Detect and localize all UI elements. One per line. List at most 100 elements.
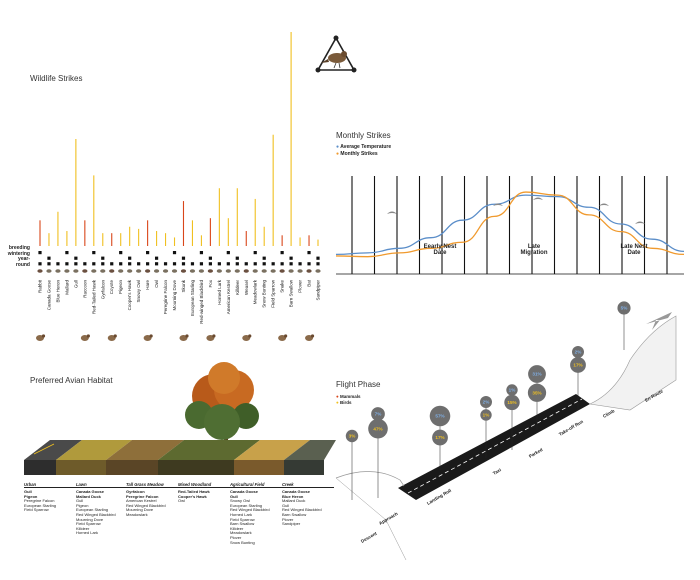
strike-category-label: Red-winged Blackbird bbox=[199, 280, 204, 324]
season-marker bbox=[199, 251, 204, 255]
animal-icon bbox=[145, 269, 151, 273]
strike-category-label: Mallard bbox=[64, 280, 69, 295]
bubble-value: 1% bbox=[509, 388, 516, 393]
season-marker bbox=[280, 251, 284, 255]
animal-icon bbox=[306, 269, 312, 273]
mammal-photo-icon bbox=[41, 334, 46, 338]
legend-birds: ● Birds bbox=[336, 400, 352, 405]
bubble-value: 2% bbox=[575, 350, 582, 355]
season-marker bbox=[56, 262, 60, 266]
habitat-species: Owl bbox=[178, 498, 185, 504]
habitat-species: Barn Swallow bbox=[230, 521, 255, 527]
habitat-species: Meadowlark bbox=[230, 530, 252, 536]
mammal-photo-icon bbox=[248, 334, 252, 338]
strike-category-label: Field Sparrow bbox=[271, 279, 276, 308]
strike-category-label: Skunk bbox=[181, 279, 186, 292]
habitat-species: Barn Swallow bbox=[282, 511, 307, 517]
habitat-species: Pigeon bbox=[24, 493, 38, 499]
strike-category-label: American Kestrel bbox=[226, 280, 231, 314]
animal-icon bbox=[136, 269, 142, 273]
habitat-species: Field Sparrow bbox=[24, 507, 49, 513]
strike-category-label: Snake bbox=[280, 280, 285, 293]
season-marker bbox=[316, 262, 320, 266]
season-marker bbox=[235, 256, 239, 260]
mammal-photo-icon bbox=[86, 334, 90, 338]
season-marker bbox=[253, 262, 257, 266]
strike-category-label: Canada Goose bbox=[46, 280, 51, 311]
bubble-value: 5% bbox=[621, 306, 628, 311]
season-marker bbox=[146, 251, 150, 255]
strike-category-label: Owl bbox=[154, 280, 159, 288]
season-marker bbox=[262, 262, 266, 266]
animal-icon bbox=[46, 269, 52, 273]
season-marker bbox=[181, 256, 186, 260]
strike-category-label: Red-Tailed Hawk bbox=[91, 279, 96, 314]
season-marker bbox=[262, 256, 266, 260]
habitat-species: Red Winged Blackbird bbox=[76, 511, 116, 517]
season-marker bbox=[38, 262, 42, 266]
season-marker bbox=[172, 262, 177, 266]
habitat-name: Lawn bbox=[76, 482, 126, 488]
bubble-value: 35% bbox=[532, 390, 541, 395]
period-late-migration: Late Migration bbox=[520, 244, 548, 256]
habitat-species: American Kestrel bbox=[126, 498, 157, 504]
habitat-species: Mourning Dove bbox=[126, 507, 154, 513]
habitat-species: European Starling bbox=[24, 502, 57, 508]
strike-category-label: Sandpiper bbox=[316, 280, 321, 301]
animal-icon bbox=[55, 269, 61, 273]
bubble-value: 7% bbox=[375, 412, 382, 417]
animal-icon bbox=[315, 269, 321, 273]
row-label-wintering: wintering bbox=[7, 250, 30, 257]
bubble-value: 57% bbox=[435, 414, 444, 419]
season-marker bbox=[74, 256, 78, 260]
habitat-name: Creek bbox=[282, 482, 334, 488]
season-marker bbox=[226, 262, 230, 266]
mammal-bubble bbox=[572, 346, 584, 358]
habitat-species: Plover bbox=[230, 534, 242, 540]
mammal-bubble bbox=[371, 407, 385, 421]
bird-silhouette-icon bbox=[493, 203, 503, 206]
terrain-profile bbox=[335, 471, 405, 487]
monthly-strikes-line bbox=[335, 191, 685, 258]
habitat-species: Field Sparrow bbox=[76, 521, 101, 527]
strike-category-label: Barn Swallow bbox=[289, 279, 294, 307]
season-marker bbox=[163, 262, 168, 266]
mammal-photo-icon bbox=[212, 334, 216, 338]
strike-category-label: Coyote bbox=[109, 280, 114, 295]
bubble-value: 17% bbox=[435, 435, 444, 440]
habitat-species: Blue Heron bbox=[282, 493, 304, 499]
bird-bubble bbox=[504, 394, 520, 411]
season-marker bbox=[280, 262, 284, 266]
bird-bubble bbox=[432, 429, 448, 446]
animal-icon bbox=[252, 269, 258, 273]
mammal-bubble bbox=[617, 301, 631, 315]
bird-bubble bbox=[570, 357, 586, 373]
season-marker bbox=[65, 262, 69, 266]
season-marker bbox=[83, 262, 87, 266]
habitat-species: European Starling bbox=[76, 507, 109, 513]
habitat-species: Peregrine Falcon bbox=[24, 498, 55, 504]
habitat-name: Mixed Woodland bbox=[178, 482, 230, 488]
season-marker bbox=[253, 251, 257, 255]
habitat-species: Gull bbox=[76, 498, 84, 504]
habitat-species: Red Winged Blackbird bbox=[126, 502, 166, 508]
animal-icon bbox=[261, 269, 267, 273]
strike-category-label: Mourning Dove bbox=[172, 280, 177, 311]
season-marker bbox=[298, 262, 302, 266]
habitat-species: Snow Bunting bbox=[230, 539, 255, 545]
bird-bubble bbox=[345, 429, 359, 443]
season-marker bbox=[244, 262, 248, 266]
approach-guide bbox=[335, 477, 407, 561]
bird-logo-icon bbox=[312, 32, 360, 80]
animal-icon bbox=[109, 269, 115, 273]
season-marker bbox=[217, 262, 221, 266]
season-marker bbox=[101, 262, 105, 266]
strike-category-label: Peregrine Falcon bbox=[163, 280, 168, 315]
strike-category-label: Bat bbox=[307, 279, 312, 287]
strike-category-label: Meadowlark bbox=[253, 279, 258, 304]
habitat-name: Urban bbox=[24, 482, 76, 488]
